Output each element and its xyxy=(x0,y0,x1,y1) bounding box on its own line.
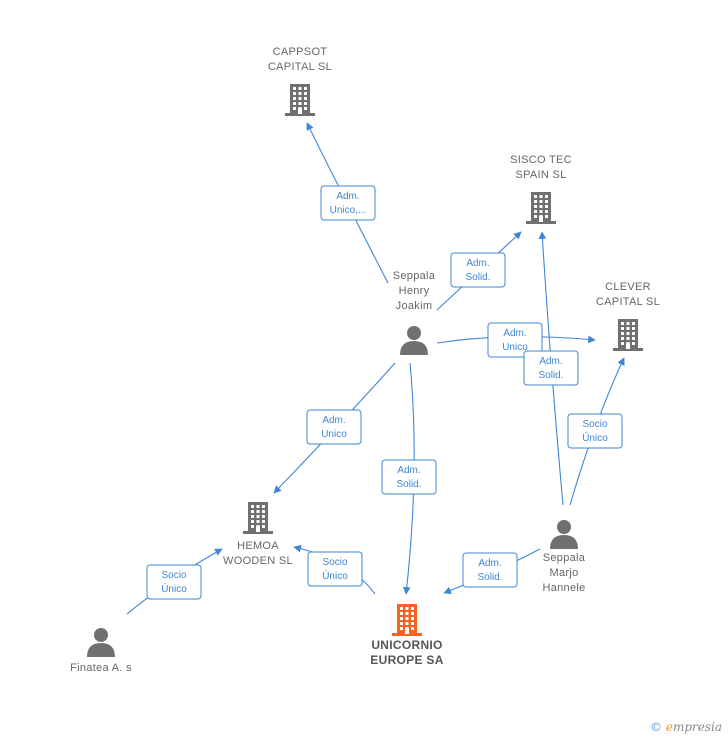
node-label-henry: Joakim xyxy=(396,300,433,312)
node-label-henry: Seppala xyxy=(393,270,436,282)
edge-label-text: Adm. xyxy=(478,558,501,569)
edge-label-text: Único xyxy=(161,582,187,595)
building-icon xyxy=(613,319,643,351)
node-finatea[interactable]: Finatea A. s xyxy=(70,628,132,674)
edge-label-text: Solid. xyxy=(396,479,421,490)
person-icon xyxy=(400,326,428,355)
edge-label-henry-to-cappsot[interactable]: Adm. Unico,... xyxy=(320,185,376,221)
watermark: © empresia xyxy=(650,720,722,734)
brand-initial: e xyxy=(665,720,673,734)
edge-label-text: Socio xyxy=(161,570,186,581)
copyright-symbol: © xyxy=(650,720,662,734)
building-icon xyxy=(526,192,556,224)
building-icon xyxy=(243,502,273,534)
node-label-cappsot: CAPPSOT xyxy=(273,46,328,58)
edge-label-text: Único xyxy=(322,569,348,582)
node-label-unicornio: EUROPE SA xyxy=(370,653,443,667)
person-icon xyxy=(550,520,578,549)
edge-label-text: Adm. xyxy=(336,191,359,202)
brand-name: mpresia xyxy=(672,720,722,734)
node-label-sisco: SISCO TEC xyxy=(510,154,572,166)
edge-label-text: Adm. xyxy=(539,356,562,367)
building-icon xyxy=(285,84,315,116)
edge-label-box xyxy=(307,551,363,587)
edge-label-text: Adm. xyxy=(322,415,345,426)
edge-label-box xyxy=(381,459,437,495)
node-label-unicornio: UNICORNIO xyxy=(371,638,442,652)
edge-label-text: Unico xyxy=(502,342,528,353)
edge-label-text: Adm. xyxy=(397,465,420,476)
edge-label-henry-to-clever[interactable]: Adm. Unico xyxy=(487,322,543,358)
edge-label-henry-to-hemoa[interactable]: Adm. Unico xyxy=(306,409,362,445)
building-icon xyxy=(392,604,422,636)
person-icon xyxy=(87,628,115,657)
edge-label-text: Adm. xyxy=(466,258,489,269)
edge-label-text: Solid. xyxy=(538,370,563,381)
edge-label-box xyxy=(567,413,623,449)
node-label-hemoa: HEMOA xyxy=(237,540,279,552)
edge-label-text: Adm. xyxy=(503,328,526,339)
node-clever[interactable]: CLEVER CAPITAL SL xyxy=(596,281,660,351)
edge-label-text: Único xyxy=(582,431,608,444)
edge-label-marjo-to-sisco[interactable]: Adm. Solid. xyxy=(523,350,579,386)
node-sisco[interactable]: SISCO TEC SPAIN SL xyxy=(510,154,572,224)
node-label-hemoa: WOODEN SL xyxy=(223,555,293,567)
node-label-sisco: SPAIN SL xyxy=(515,169,566,181)
edge-label-text: Solid. xyxy=(477,572,502,583)
edge-label-box xyxy=(146,564,202,600)
node-label-henry: Henry xyxy=(399,285,430,297)
edge-label-text: Unico xyxy=(321,429,347,440)
node-hemoa[interactable]: HEMOA WOODEN SL xyxy=(223,502,293,567)
node-label-cappsot: CAPITAL SL xyxy=(268,61,332,73)
edge-label-text: Solid. xyxy=(465,272,490,283)
edge-label-marjo-to-unicornio[interactable]: Adm. Solid. xyxy=(462,552,518,588)
edge-label-henry-to-sisco[interactable]: Adm. Solid. xyxy=(450,252,506,288)
node-label-clever: CLEVER xyxy=(605,281,651,293)
edge-label-box xyxy=(320,185,376,221)
node-label-marjo: Marjo xyxy=(549,567,578,579)
edge-label-box xyxy=(523,350,579,386)
node-cappsot[interactable]: CAPPSOT CAPITAL SL xyxy=(268,46,332,116)
node-label-marjo: Hannele xyxy=(542,582,585,594)
edge-label-text: Socio xyxy=(322,557,347,568)
edge-label-box xyxy=(450,252,506,288)
edge-label-box xyxy=(462,552,518,588)
edge-label-box xyxy=(306,409,362,445)
node-label-clever: CAPITAL SL xyxy=(596,296,660,308)
edge-label-box xyxy=(487,322,543,358)
edge-label-text: Unico,... xyxy=(330,205,367,216)
node-label-finatea: Finatea A. s xyxy=(70,662,132,674)
edge-label-henry-to-unicornio[interactable]: Adm. Solid. xyxy=(381,459,437,495)
edge-label-text: Socio xyxy=(582,419,607,430)
node-label-marjo: Seppala xyxy=(543,552,586,564)
